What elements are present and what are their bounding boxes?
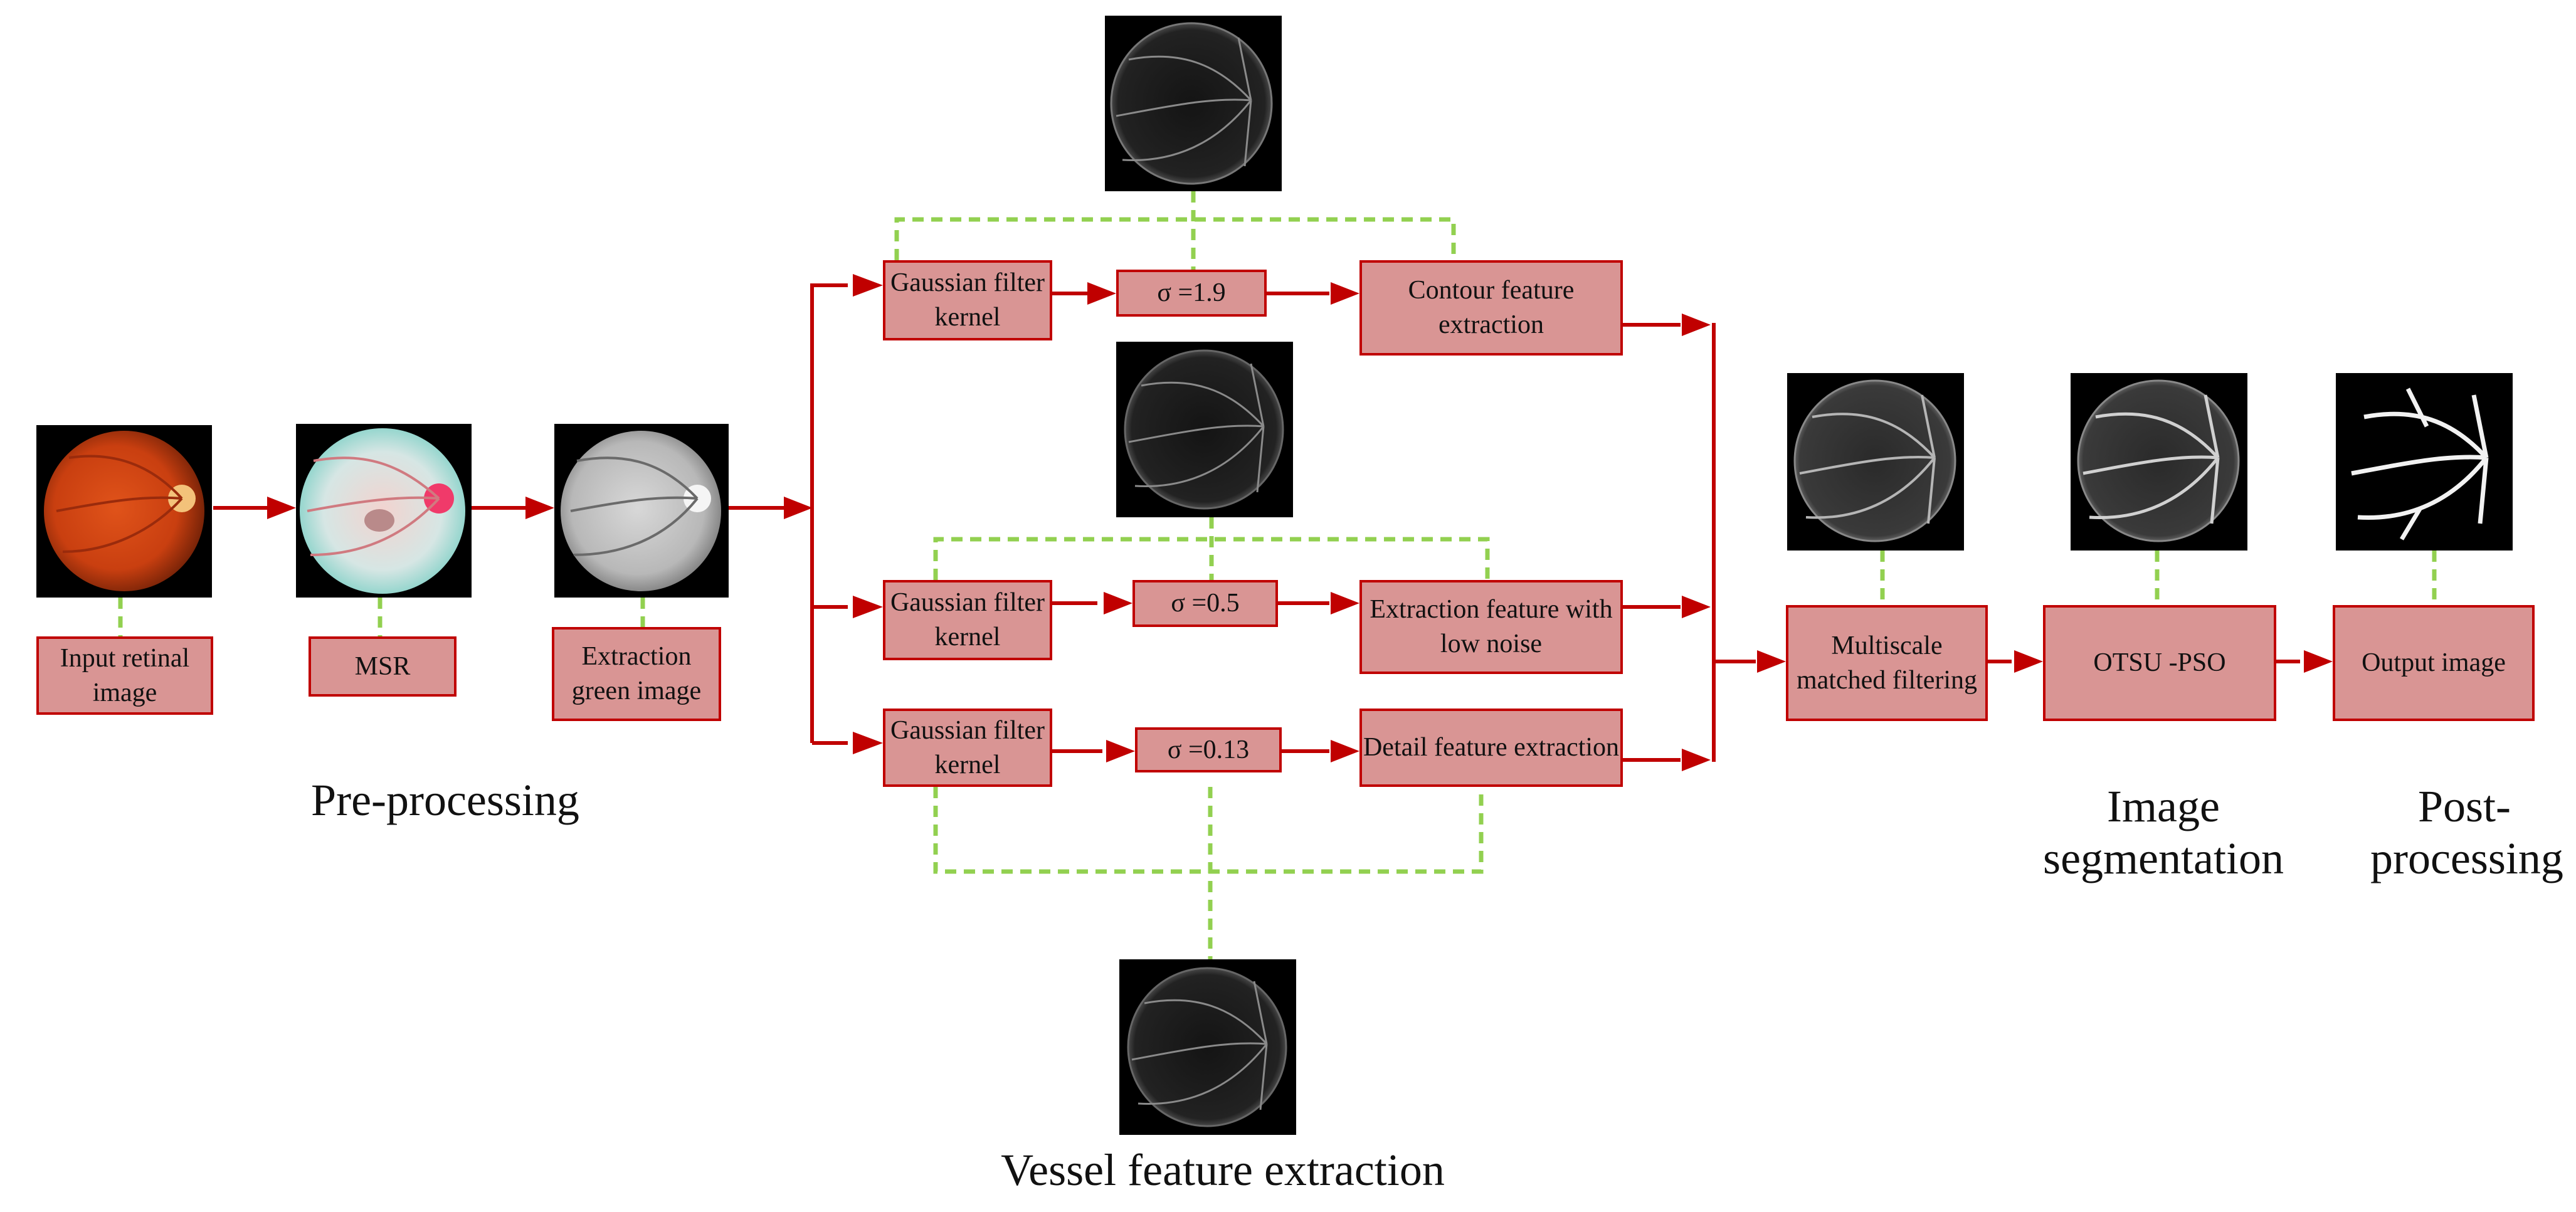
flow-arrows bbox=[213, 283, 2300, 762]
detail-feature-extraction-box: Detail feature extraction bbox=[1359, 709, 1623, 787]
msr-image bbox=[296, 424, 472, 598]
arrowhead bbox=[1682, 314, 1711, 336]
input-retinal-image bbox=[36, 425, 212, 598]
arrowhead bbox=[1682, 749, 1711, 771]
green-channel-image bbox=[554, 424, 729, 598]
arrowhead bbox=[1682, 596, 1711, 618]
output-image-box: Output image bbox=[2333, 605, 2535, 721]
arrowhead bbox=[267, 497, 296, 519]
input-retinal-image-box: Input retinal image bbox=[36, 636, 213, 715]
arrowhead bbox=[1757, 650, 1786, 673]
link-low-noise-bracket bbox=[933, 537, 1490, 580]
arrowhead bbox=[1104, 592, 1132, 614]
sigma-box-1: σ =1.9 bbox=[1116, 270, 1267, 317]
gaussian-filter-kernel-box-2: Gaussian filter kernel bbox=[883, 580, 1052, 660]
multiscale-matched-filtering-box: Multiscale matched filtering bbox=[1786, 605, 1988, 721]
extraction-green-image-box: Extraction green image bbox=[552, 627, 721, 721]
arrowhead bbox=[1106, 740, 1135, 762]
arrowhead bbox=[784, 497, 813, 519]
arrowhead bbox=[853, 732, 883, 754]
sigma-box-3: σ =0.13 bbox=[1135, 727, 1282, 772]
contour-feature-extraction-box: Contour feature extraction bbox=[1359, 260, 1623, 356]
arrowhead bbox=[2304, 650, 2333, 673]
arrowhead bbox=[1087, 282, 1116, 305]
output-vessel-image bbox=[2336, 373, 2513, 551]
split-trunk-top bbox=[810, 283, 848, 743]
extraction-feature-low-noise-box: Extraction feature with low noise bbox=[1359, 580, 1623, 674]
arrowhead bbox=[853, 274, 883, 297]
arrowhead bbox=[1331, 282, 1359, 305]
dashed-links bbox=[118, 191, 2437, 959]
arrowhead bbox=[525, 497, 554, 519]
arrowhead bbox=[2014, 650, 2043, 673]
link-contour-bracket bbox=[894, 217, 1456, 260]
msr-box: MSR bbox=[309, 636, 457, 697]
matched-filter-image bbox=[1787, 373, 1964, 551]
gaussian-filter-kernel-box-1: Gaussian filter kernel bbox=[883, 260, 1052, 340]
post-processing-label: Post- processing bbox=[2370, 781, 2563, 883]
detail-feature-image bbox=[1119, 959, 1296, 1135]
arrow-heads bbox=[267, 274, 2333, 771]
sigma-box-2: σ =0.5 bbox=[1132, 580, 1278, 627]
contour-feature-image bbox=[1105, 16, 1282, 191]
otsu-pso-image bbox=[2071, 373, 2247, 551]
otsu-pso-box: OTSU -PSO bbox=[2043, 605, 2276, 721]
vessel-feature-extraction-label: Vessel feature extraction bbox=[1001, 1145, 1445, 1195]
pre-processing-label: Pre-processing bbox=[311, 775, 579, 825]
image-segmentation-label: Image segmentation bbox=[2043, 781, 2284, 883]
gaussian-filter-kernel-box-3: Gaussian filter kernel bbox=[883, 709, 1052, 787]
arrowhead bbox=[853, 596, 883, 618]
arrowhead bbox=[1331, 592, 1359, 614]
low-noise-feature-image bbox=[1116, 342, 1293, 517]
arrowhead bbox=[1331, 740, 1359, 762]
